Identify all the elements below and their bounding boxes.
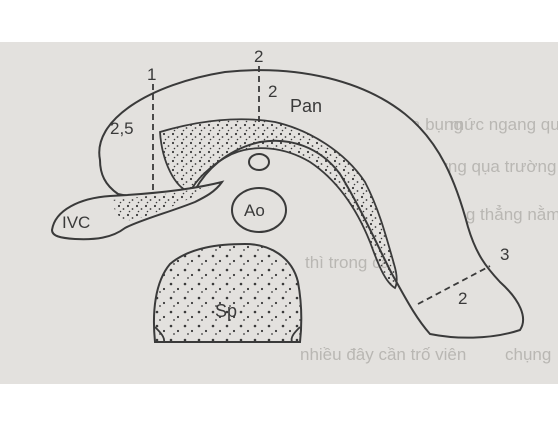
label-spine: Sp (215, 301, 237, 321)
diagram-canvas: ngang qua bụng mức ngang qua cầu giường … (50, 47, 558, 364)
label-line1-top: 1 (147, 65, 156, 84)
small-vessel-circle (248, 153, 270, 171)
background-text-line: mức ngang qua (450, 115, 558, 134)
label-line3-side: 2 (458, 289, 467, 308)
label-aorta: Ao (244, 201, 265, 220)
spine-body (152, 242, 303, 343)
ivc-stipple (112, 186, 210, 221)
pancreas-stippled-band (159, 118, 398, 290)
label-ivc: IVC (62, 213, 90, 232)
pancreas-diagram: ngang qua bụng mức ngang qua cầu giường … (0, 42, 558, 384)
background-text-line: nhiều đây cần trố viên (300, 345, 466, 364)
label-line3-top: 3 (500, 245, 509, 264)
label-pancreas: Pan (290, 96, 322, 116)
spine-right-process (290, 326, 301, 343)
measure-line-3 (417, 265, 491, 305)
background-text-line: chụng (505, 345, 551, 364)
label-line2-side: 2 (268, 82, 277, 101)
label-line1-side: 2,5 (110, 119, 134, 138)
spine-left-process (154, 326, 166, 343)
label-line2-top: 2 (254, 47, 263, 66)
aorta-circle (231, 187, 287, 233)
